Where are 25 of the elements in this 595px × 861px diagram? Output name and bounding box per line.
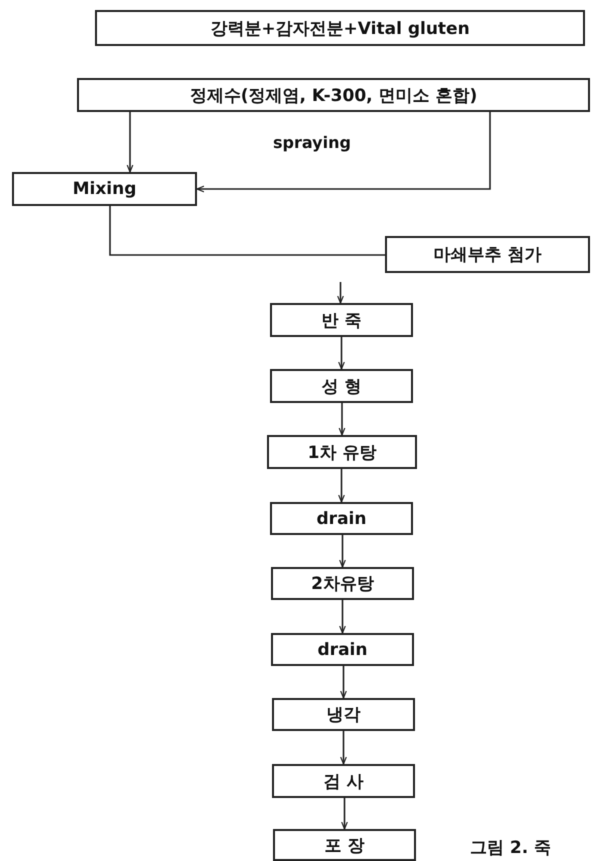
process-box: 1차 유탕	[267, 435, 417, 469]
arrow	[341, 798, 348, 830]
process-box: 포 장	[273, 829, 416, 861]
arrow	[126, 112, 134, 173]
process-box: drain	[271, 633, 414, 666]
process-box: 정제수(정제염, K-300, 면미소 혼합)	[77, 78, 590, 112]
arrow	[196, 112, 491, 192]
arrow	[339, 600, 346, 634]
process-box: 냉각	[272, 698, 415, 731]
arrow	[337, 282, 344, 304]
arrow	[340, 731, 347, 765]
arrow	[338, 403, 346, 436]
process-box: 마쇄부추 첨가	[385, 236, 590, 273]
process-box: 2차유탕	[271, 567, 414, 600]
arrow	[338, 337, 345, 370]
arrow	[339, 535, 346, 568]
process-box: 검 사	[272, 764, 415, 798]
process-box: 성 형	[270, 369, 413, 403]
process-box: 강력분+감자전분+Vital gluten	[95, 10, 585, 46]
arrow	[338, 469, 345, 503]
process-box: drain	[270, 502, 413, 535]
process-box: 반 죽	[270, 303, 413, 337]
figure-caption: 그림 2. 죽	[470, 837, 552, 859]
arrow	[340, 666, 347, 699]
process-box: Mixing	[12, 172, 197, 206]
